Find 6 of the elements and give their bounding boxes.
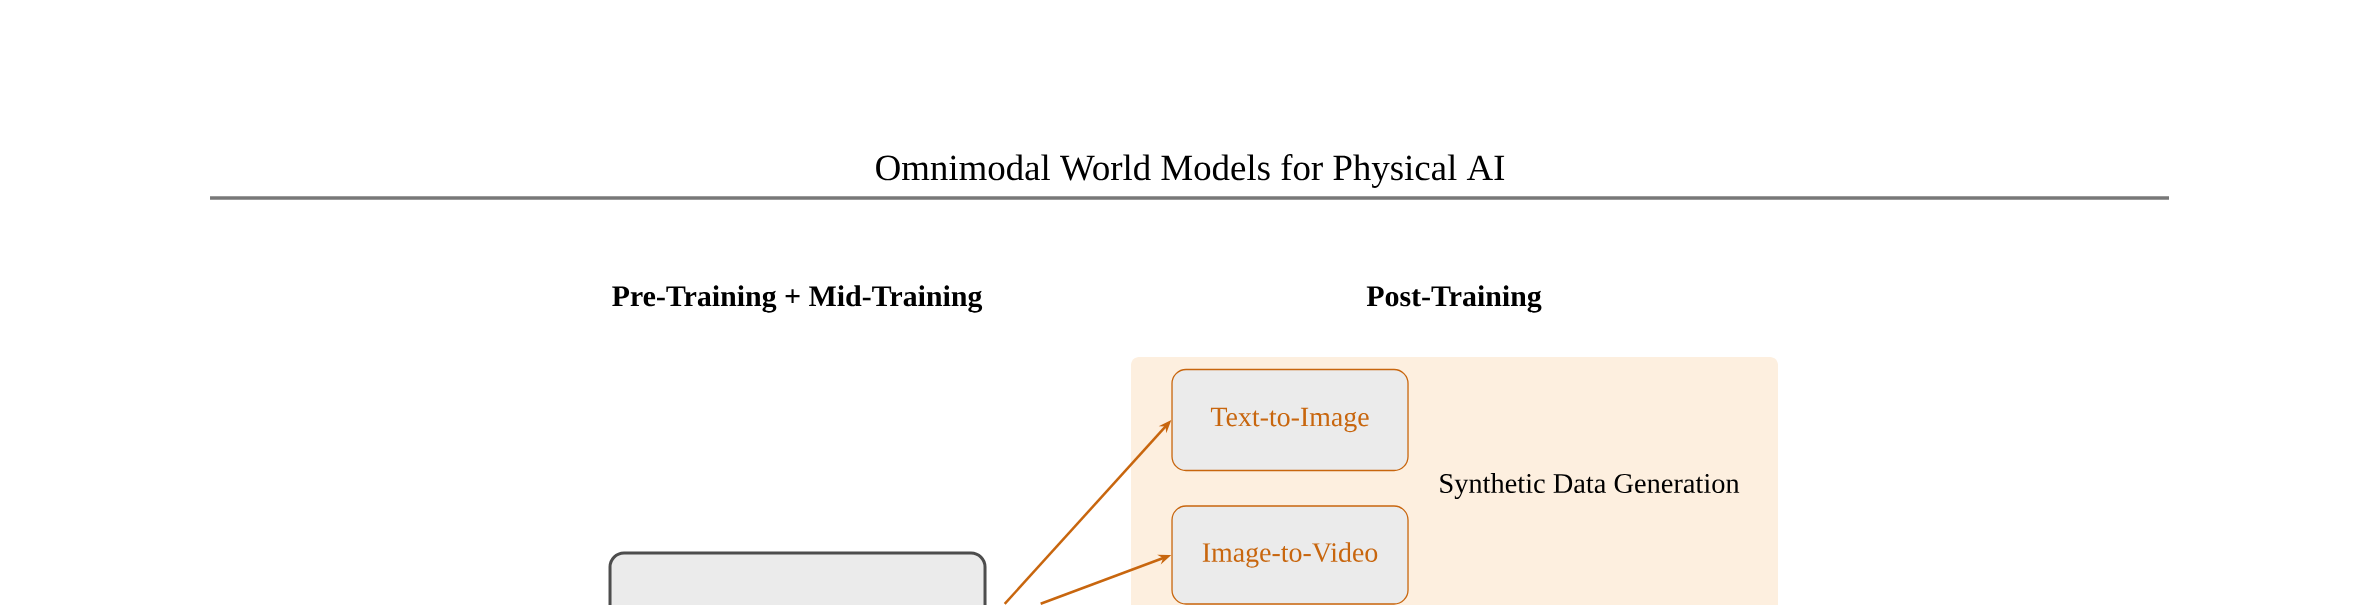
process-box: Text-to-Image (1171, 368, 1409, 472)
rounded-box (608, 551, 987, 605)
title: Omnimodal World Models for Physical AI (876, 154, 1505, 188)
column-heading: Post-Training (1366, 285, 1542, 313)
column-heading: Pre-Training + Mid-Training (612, 285, 983, 313)
process-box: Image-to-Video (1171, 505, 1409, 605)
